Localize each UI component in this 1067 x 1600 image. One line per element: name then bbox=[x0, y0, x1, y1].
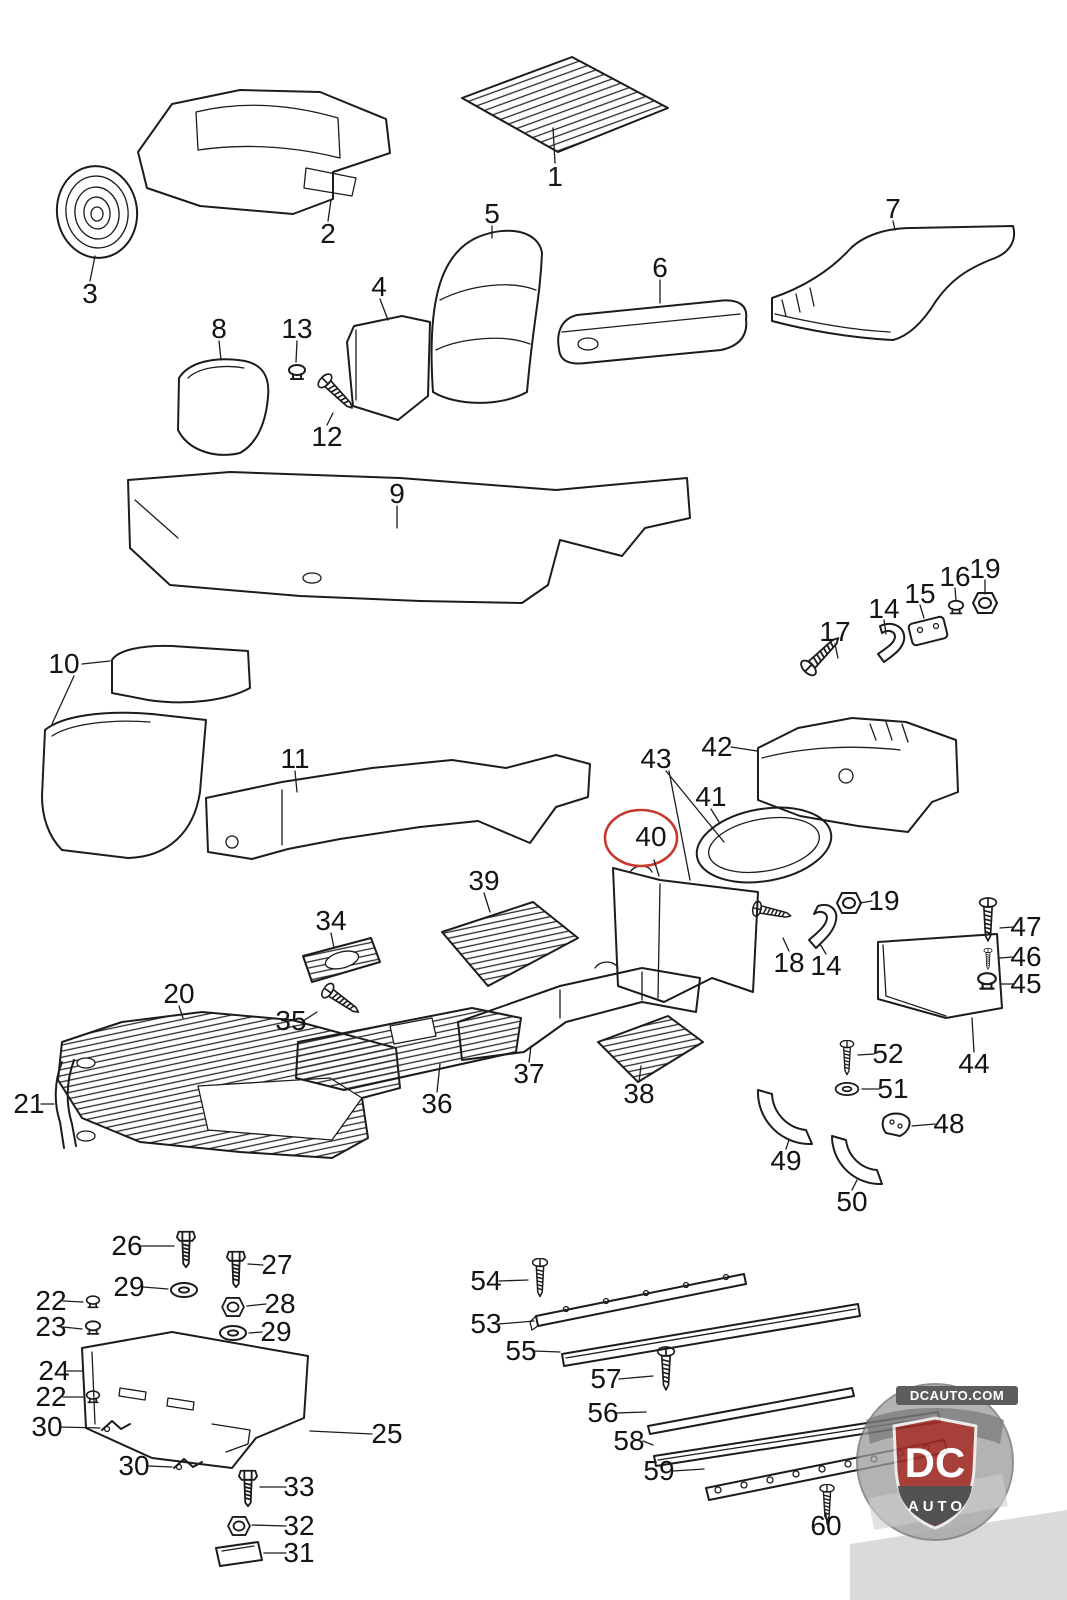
part-35-drawing bbox=[318, 980, 364, 1020]
part-46-drawing bbox=[983, 948, 993, 970]
part-37-drawing bbox=[457, 961, 701, 1061]
part-33-drawing bbox=[238, 1469, 258, 1508]
part-4-drawing bbox=[346, 315, 431, 421]
part-24-drawing bbox=[81, 1331, 309, 1469]
watermark-badge: DCAUTO.COM DC AUTO bbox=[850, 1383, 1067, 1600]
watermark-site-text: DCAUTO.COM bbox=[910, 1388, 1004, 1403]
part-48-drawing bbox=[881, 1112, 911, 1137]
part-36-drawing bbox=[295, 1007, 522, 1091]
part-40-drawing bbox=[612, 865, 759, 1003]
part-30a-drawing bbox=[101, 1420, 131, 1433]
part-28-drawing bbox=[221, 1297, 245, 1317]
watermark-photo-corner bbox=[850, 1510, 1067, 1600]
part-16-drawing bbox=[947, 599, 965, 615]
part-39-drawing bbox=[441, 901, 579, 987]
part-49-drawing bbox=[756, 1089, 813, 1146]
part-23-drawing bbox=[84, 1320, 102, 1335]
part-22b-drawing bbox=[85, 1390, 101, 1404]
part-31-drawing bbox=[215, 1541, 263, 1567]
watermark-site-banner bbox=[896, 1386, 1018, 1405]
part-30b-drawing bbox=[173, 1458, 203, 1471]
part-26-drawing bbox=[176, 1230, 196, 1269]
part-57-drawing bbox=[656, 1345, 676, 1391]
part-54-drawing bbox=[531, 1258, 549, 1298]
part-45-drawing bbox=[977, 972, 997, 990]
part-2-drawing bbox=[137, 89, 391, 215]
part-53-drawing bbox=[529, 1273, 747, 1331]
part-15-drawing bbox=[907, 615, 949, 647]
part-44-drawing bbox=[877, 933, 1003, 1019]
part-60-drawing bbox=[819, 1484, 835, 1522]
part-52-drawing bbox=[839, 1040, 855, 1076]
part-50-drawing bbox=[830, 1135, 883, 1186]
watermark-monogram-text: DC bbox=[905, 1439, 966, 1486]
part-27-drawing bbox=[226, 1250, 246, 1289]
part-29b-drawing bbox=[219, 1325, 247, 1341]
leader-lines bbox=[40, 127, 1014, 1554]
part-22a-drawing bbox=[85, 1295, 101, 1309]
part-10-drawing bbox=[41, 644, 251, 859]
part-32-drawing bbox=[227, 1516, 251, 1536]
part-14-drawing bbox=[877, 622, 906, 663]
part-13-drawing bbox=[287, 363, 307, 381]
part-8-drawing bbox=[177, 358, 270, 456]
part-55-drawing bbox=[561, 1303, 861, 1367]
part-19b-drawing bbox=[836, 892, 862, 914]
part-19-drawing bbox=[972, 592, 998, 614]
watermark-shield-band bbox=[898, 1486, 972, 1526]
part-29a-drawing bbox=[170, 1282, 198, 1298]
part-11-drawing bbox=[205, 754, 591, 860]
part-9-drawing bbox=[127, 471, 691, 604]
watermark-word-text: AUTO bbox=[908, 1498, 966, 1515]
part-7-drawing bbox=[771, 225, 1015, 341]
part-34-drawing bbox=[302, 937, 381, 983]
part-6-drawing bbox=[557, 299, 748, 365]
part-38-drawing bbox=[597, 1015, 704, 1083]
part-1-drawing bbox=[461, 56, 669, 153]
part-56-drawing bbox=[647, 1387, 855, 1435]
highlight-circle-part-40 bbox=[603, 808, 679, 868]
part-14b-drawing bbox=[808, 904, 838, 949]
part-51-drawing bbox=[834, 1082, 860, 1096]
part-21-drawing bbox=[54, 1059, 77, 1149]
part-41-drawing bbox=[695, 806, 833, 884]
part-3-drawing bbox=[55, 165, 139, 259]
part-5-drawing bbox=[430, 229, 543, 404]
part-42-drawing bbox=[757, 717, 959, 833]
